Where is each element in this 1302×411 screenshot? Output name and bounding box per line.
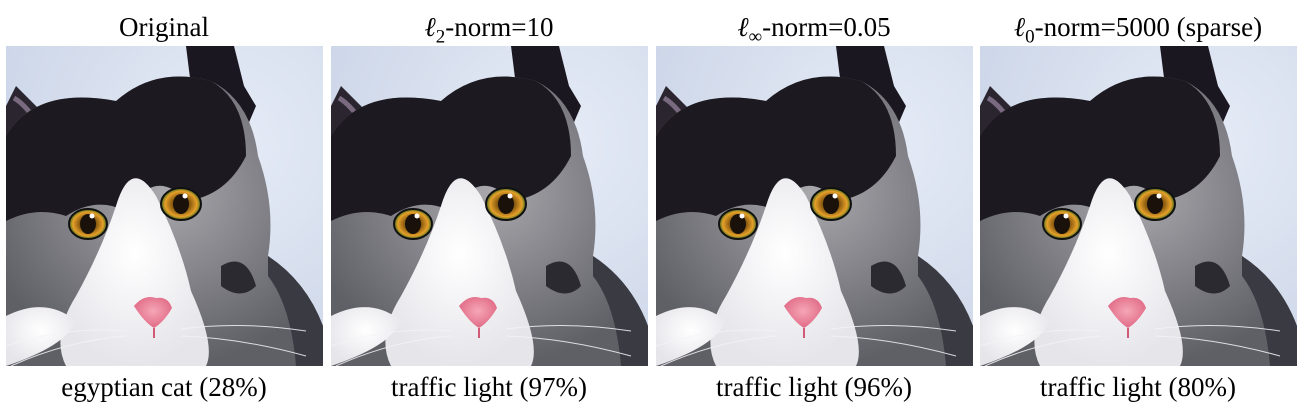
title-suffix: -norm=5000 (sparse) xyxy=(1034,12,1263,42)
title-suffix: -norm=10 xyxy=(445,12,554,42)
figure-panel-l0: ℓ0-norm=5000 (sparse) traffic light (80%… xyxy=(978,0,1298,411)
title-suffix: -norm=0.05 xyxy=(762,12,891,42)
panel-caption: egyptian cat (28%) xyxy=(61,372,267,402)
cat-image xyxy=(6,46,323,366)
figure-panel-original: Original egyptian cat (28%) xyxy=(4,0,324,411)
panel-title: ℓ2-norm=10 xyxy=(329,10,649,48)
title-suffix: Original xyxy=(119,12,209,42)
panel-title: Original xyxy=(4,10,324,44)
figure-panel-linf: ℓ∞-norm=0.05 traffic light (96%) xyxy=(654,0,974,411)
cat-photo-icon xyxy=(6,46,323,366)
panel-caption: traffic light (80%) xyxy=(1040,372,1236,402)
title-prefix: ℓ xyxy=(737,12,749,42)
cat-photo-icon xyxy=(980,46,1297,366)
panel-title: ℓ0-norm=5000 (sparse) xyxy=(978,10,1298,48)
cat-image xyxy=(331,46,648,366)
title-prefix: ℓ xyxy=(1013,12,1026,42)
title-subscript: 0 xyxy=(1025,26,1035,48)
panel-caption: traffic light (96%) xyxy=(716,372,912,402)
panel-caption: traffic light (97%) xyxy=(391,372,587,402)
panel-title: ℓ∞-norm=0.05 xyxy=(654,10,974,48)
title-subscript: 2 xyxy=(435,26,446,48)
figure-panel-l2: ℓ2-norm=10 traffic light (97%) xyxy=(329,0,649,411)
cat-image xyxy=(656,46,973,366)
cat-photo-icon xyxy=(331,46,648,366)
cat-photo-icon xyxy=(656,46,973,366)
cat-image xyxy=(980,46,1297,366)
title-subscript: ∞ xyxy=(748,26,763,48)
title-prefix: ℓ xyxy=(424,12,436,42)
